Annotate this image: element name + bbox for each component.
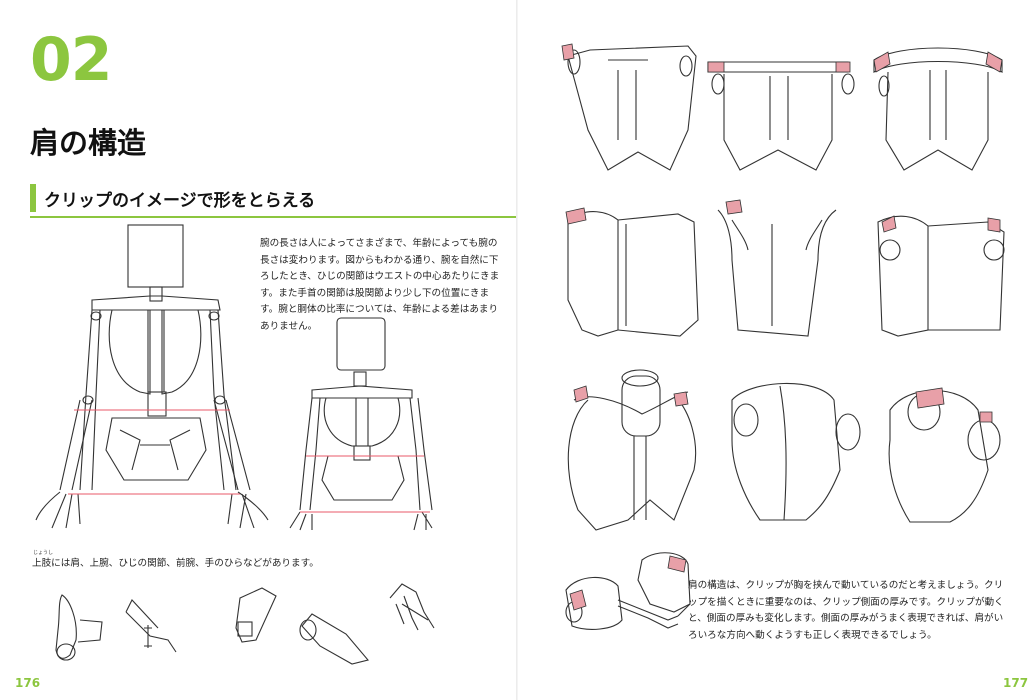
right-page: 肩の構造は、クリップが胸を挟んで動いているのだと考えましょう。クリップを描くとき… [518, 0, 1035, 700]
left-page: 02 肩の構造 クリップのイメージで形をとらえる 腕の長さは人によってさまざまで… [0, 0, 517, 700]
adult-skeleton-illustration [35, 224, 269, 529]
chapter-title: 肩の構造 [30, 126, 147, 160]
clip-side-thickness-sketch [565, 552, 691, 630]
child-skeleton-illustration [289, 317, 433, 531]
page-gutter [516, 0, 518, 700]
chapter-number: 02 [30, 25, 112, 95]
upper-limb-part-sketches [55, 583, 435, 665]
section-heading: クリップのイメージで形をとらえる [30, 182, 516, 218]
section-accent-bar [30, 184, 36, 212]
upper-limb-caption: 上肢には肩、上腕、ひじの関節、前腕、手のひらなどがあります。 [32, 558, 319, 569]
clip-perspective-view-row [567, 369, 1001, 531]
clip-back-view-row [565, 199, 1005, 337]
clip-front-view-row [561, 43, 1003, 171]
section-underline [30, 216, 516, 218]
shoulder-structure-paragraph: 肩の構造は、クリップが胸を挟んで動いているのだと考えましょう。クリップを描くとき… [688, 580, 1004, 641]
page-number-left: 176 [15, 676, 41, 690]
page-number-right: 177 [1003, 676, 1029, 690]
arm-length-paragraph: 腕の長さは人によってさまざまで、年齢によっても腕の長さは変わります。図からもわか… [260, 238, 500, 332]
caption-ruby: じょうし [33, 550, 54, 556]
section-heading-text: クリップのイメージで形をとらえる [44, 191, 316, 211]
